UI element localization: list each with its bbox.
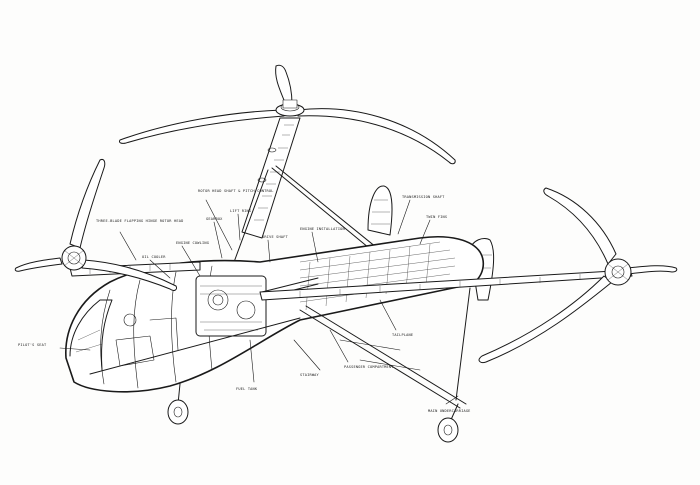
label-stairway: STAIRWAY [300,373,320,377]
stub-wings [69,261,633,409]
label-gearbox: GEARBOX [206,217,223,221]
label-rotor-shaft: ROTOR HEAD SHAFT & PITCH CONTROL [198,189,274,193]
label-drive-shaft: DRIVE SHAFT [262,235,289,239]
right-propeller-rotor [478,187,678,363]
fuselage [65,235,485,393]
label-oil-cooler: OIL COOLER [142,255,166,259]
label-fuel-tank: FUEL TANK [236,387,258,391]
left-propeller-rotor [14,159,177,291]
main-rotor [119,64,456,239]
annotation-leaders [59,199,459,405]
label-twin-fins: TWIN FINS [426,215,447,219]
annotation-labels: THREE-BLADE FLAPPING HINGE ROTOR HEAD RO… [18,189,471,413]
label-engine-installation: ENGINE INSTALLATION [300,227,345,231]
label-pilots-seat: PILOT'S SEAT [18,343,47,347]
label-transmission-shaft: TRANSMISSION SHAFT [402,195,445,199]
label-rotor-head: THREE-BLADE FLAPPING HINGE ROTOR HEAD [96,219,183,223]
undercarriage [167,383,459,443]
label-passenger-compartment: PASSENGER COMPARTMENT [344,365,394,369]
label-tailplane: TAILPLANE [392,333,413,337]
label-main-undercarriage: MAIN UNDERCARRIAGE [428,409,471,413]
label-lift-ring: LIFT RING [230,209,251,213]
label-engine-cowling: ENGINE COWLING [176,241,209,245]
